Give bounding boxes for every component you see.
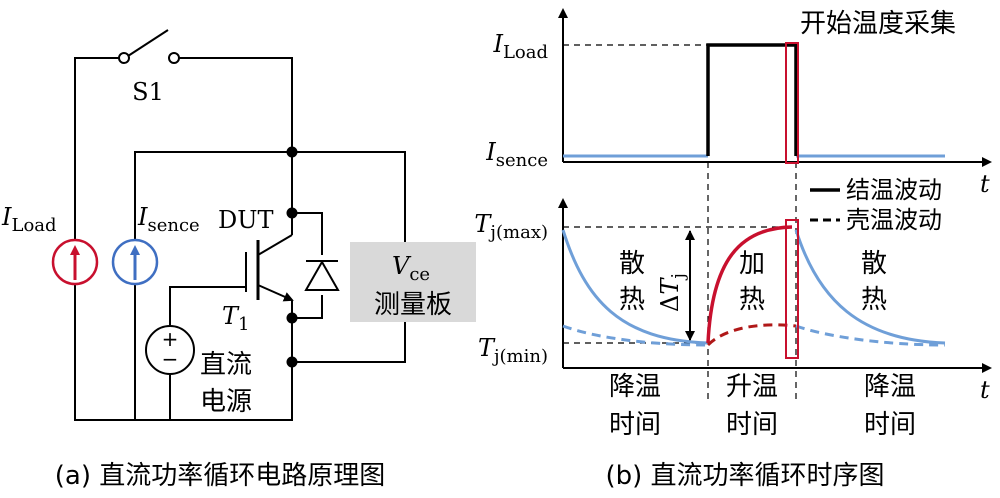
isence-axis-label: Isence xyxy=(485,138,548,171)
phase-1-line2: 时间 xyxy=(609,410,661,440)
dc-source-line1: 直流 xyxy=(200,350,252,380)
phase-1-line1: 降温 xyxy=(609,372,661,402)
dc-source-circle xyxy=(145,325,195,375)
dut-label: DUT xyxy=(218,206,273,234)
junction-dots xyxy=(286,146,298,368)
region-left-2: 热 xyxy=(619,285,645,315)
phase-3-line2: 时间 xyxy=(864,410,916,440)
wire-sence-top xyxy=(134,151,406,242)
t-axis-bottom: t xyxy=(980,376,990,404)
delta-tj-label: ΔTj xyxy=(656,273,689,312)
iload-label: ILoad xyxy=(1,203,57,236)
legend-label-dashed: 壳温波动 xyxy=(846,206,942,234)
iload-source xyxy=(51,238,99,286)
dc-source-line2: 电源 xyxy=(200,387,252,417)
sample-window-bottom xyxy=(785,219,799,359)
iload-axis-label: ILoad xyxy=(492,30,548,63)
tjmax-label: Tj(max) xyxy=(474,210,548,243)
vce-board xyxy=(350,242,476,322)
t1-label: T1 xyxy=(222,302,249,335)
caption-a: (a) 直流功率循环电路原理图 xyxy=(55,461,386,491)
switch-blade xyxy=(127,29,169,57)
tc-heating xyxy=(706,323,797,347)
sample-label: 开始温度采集 xyxy=(800,9,956,39)
wire-top-left xyxy=(74,57,120,242)
igbt-collector xyxy=(257,234,293,256)
region-mid-1: 加 xyxy=(739,249,765,279)
dc-minus: − xyxy=(162,347,179,371)
circuit-diagram xyxy=(74,29,406,421)
tj-heating xyxy=(706,225,793,344)
region-right-1: 散 xyxy=(861,249,887,279)
tc-cooling-right xyxy=(795,324,946,347)
switch-contact-right xyxy=(168,52,180,64)
region-left-1: 散 xyxy=(619,249,645,279)
timing-diagram xyxy=(558,8,992,400)
diode-wire xyxy=(292,212,323,319)
board-vce: Vce xyxy=(392,252,430,285)
phase-3-line1: 降温 xyxy=(864,372,916,402)
iload-pulse xyxy=(706,43,798,156)
t-axis-top: t xyxy=(980,170,990,198)
tc-cooling-left xyxy=(562,324,709,347)
legend-label-solid: 结温波动 xyxy=(846,176,942,204)
igbt-emitter xyxy=(257,284,294,302)
isence-source xyxy=(111,238,159,286)
region-mid-2: 热 xyxy=(739,285,765,315)
region-right-2: 热 xyxy=(861,285,887,315)
board-name: 测量板 xyxy=(374,290,452,320)
switch-contact-left xyxy=(118,52,130,64)
caption-b: (b) 直流功率循环时序图 xyxy=(605,461,884,491)
sample-window-top xyxy=(785,42,799,164)
wire-top-right xyxy=(178,57,293,152)
switch-label: S1 xyxy=(132,78,164,106)
tj-cooling-right xyxy=(794,229,946,345)
tj-cooling-left xyxy=(561,229,709,345)
igbt-gate-wire xyxy=(169,286,246,325)
phase-2-line2: 时间 xyxy=(726,410,778,440)
tjmin-label: Tj(min) xyxy=(478,334,548,367)
isence-label: Isence xyxy=(137,203,200,236)
phase-2-line1: 升温 xyxy=(726,372,778,402)
diode-triangle xyxy=(304,259,340,291)
dc-plus: + xyxy=(162,327,179,351)
